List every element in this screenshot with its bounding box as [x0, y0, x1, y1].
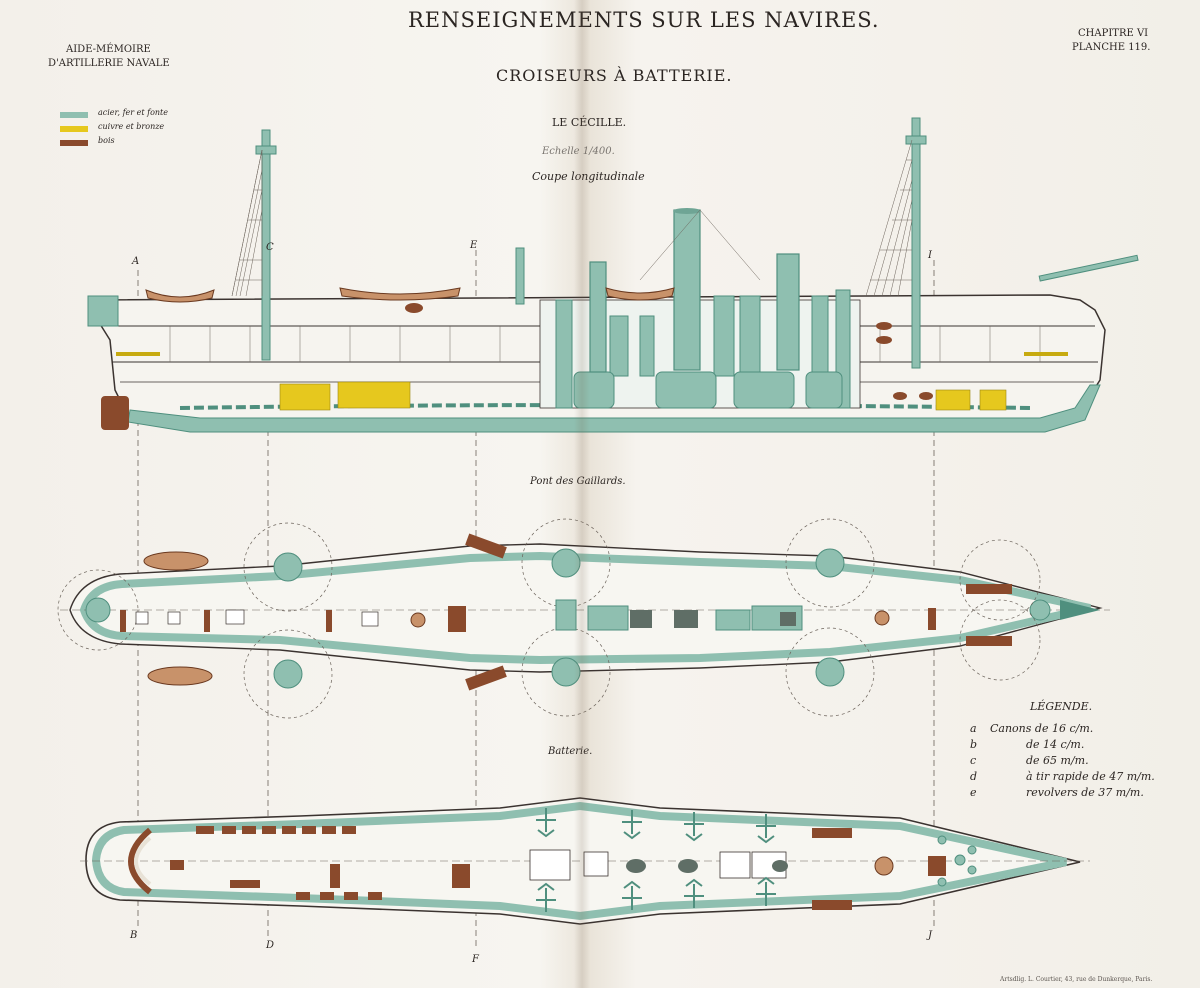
ship-name: LE CÉCILLE. [552, 116, 627, 129]
chapitre-label: CHAPITRE VI [1078, 28, 1149, 39]
battery-deck-plan [80, 797, 1090, 925]
brass-swatch [60, 126, 88, 132]
book-gutter [574, 0, 590, 988]
section-letter-a: A [132, 256, 140, 267]
legend-title: LÉGENDE. [1030, 700, 1093, 713]
legend-item-b: de 14 c/m. [1026, 738, 1085, 751]
plate-subtitle: CROISEURS À BATTERIE. [496, 66, 733, 85]
legend-item-d: à tir rapide de 47 m/m. [1026, 770, 1155, 783]
section-letter-i: I [928, 250, 932, 261]
legend-key-d: d [970, 770, 978, 783]
section-letter-d: D [266, 940, 275, 951]
aide-memoire-line-1: AIDE-MÉMOIRE [66, 44, 151, 55]
wood-swatch-label: bois [98, 136, 115, 145]
page-title: RENSEIGNEMENTS SUR LES NAVIRES. [408, 8, 880, 32]
section-letter-c: C [266, 242, 274, 253]
steel-swatch [60, 112, 88, 118]
wood-swatch [60, 140, 88, 146]
section-letter-b: B [130, 930, 138, 941]
section-longitudinal-label: Coupe longitudinale [532, 170, 645, 183]
upper-deck-plan [57, 518, 1110, 719]
brass-swatch-label: cuivre et bronze [98, 122, 165, 131]
section-letter-f: F [472, 954, 479, 965]
section-batterie-label: Batterie. [548, 746, 593, 757]
planche-label: PLANCHE 119. [1072, 42, 1151, 53]
legend-key-b: b [970, 738, 978, 751]
longitudinal-section [87, 117, 1139, 433]
legend-item-e: revolvers de 37 m/m. [1026, 786, 1144, 799]
legend-key-e: e [970, 786, 977, 799]
legend-item-a: Canons de 16 c/m. [990, 722, 1094, 735]
aide-memoire-line-2: D'ARTILLERIE NAVALE [48, 58, 170, 69]
legend-key-c: c [970, 754, 977, 767]
steel-swatch-label: acier, fer et fonte [98, 108, 169, 117]
legend-item-c: de 65 m/m. [1026, 754, 1089, 767]
legend-key-a: a [970, 722, 977, 735]
scale-label: Echelle 1/400. [542, 146, 615, 157]
section-deck-label: Pont des Gaillards. [530, 476, 626, 487]
section-letter-e: E [470, 240, 478, 251]
section-letter-j: J [928, 930, 933, 941]
printer-imprint: Artsdlig. L. Courtier, 43, rue de Dunker… [1000, 976, 1153, 983]
